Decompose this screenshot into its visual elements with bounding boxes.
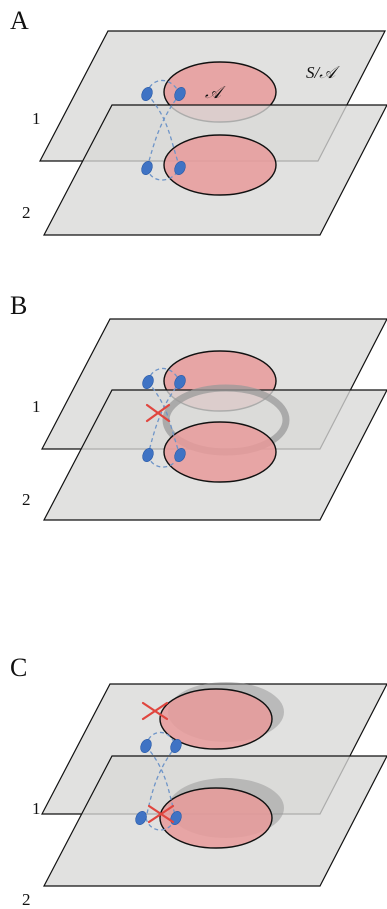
panel-b-point [174, 375, 186, 389]
panel-c-lower-cut-mark [147, 804, 175, 824]
panel-a-point [174, 87, 186, 101]
panel-a-letter: A [10, 6, 29, 35]
panel-b-cut-mark [145, 403, 171, 423]
panel-c-upper-cut-mark [141, 701, 169, 721]
panel-a-point [141, 161, 153, 175]
panel-c: C 1 2 [10, 653, 387, 909]
panel-a-set-label: 𝒜 [205, 83, 226, 102]
panel-b-point [174, 448, 186, 462]
panel-a-point [141, 87, 153, 101]
panel-c-lower-disc [159, 787, 273, 849]
panel-a-plane-2-label: 2 [22, 203, 31, 222]
panel-c-point [170, 739, 182, 753]
panel-c-letter: C [10, 653, 27, 682]
panel-c-upper-disc [159, 688, 273, 750]
panel-c-cross-line-1 [145, 745, 177, 819]
panel-a-cross-line-1 [146, 93, 181, 169]
panel-c-point [135, 811, 147, 825]
panel-b-plane-1-label: 1 [32, 397, 41, 416]
panel-a-plane-1-label: 1 [32, 109, 41, 128]
panel-c-cross-line-2 [145, 745, 177, 819]
panel-a-quotient-label: S/𝒜 [306, 63, 340, 82]
panel-b-cross-line-2 [147, 381, 181, 456]
panel-b-plane-2-label: 2 [22, 490, 31, 509]
panel-b-letter: B [10, 291, 27, 320]
panel-c-plane-1-label: 1 [32, 799, 41, 818]
panel-b: B 1 2 [10, 291, 387, 521]
panel-b-point [142, 375, 154, 389]
panel-c-point [140, 739, 152, 753]
panel-b-point [142, 448, 154, 462]
panel-a: A 𝒜 S/𝒜 1 2 [10, 6, 387, 236]
panel-c-plane-2-label: 2 [22, 890, 31, 909]
panel-a-cross-line-2 [146, 93, 181, 169]
panel-a-lower-disc [163, 134, 277, 196]
panel-a-point [174, 161, 186, 175]
panel-b-cross-line-1 [147, 381, 181, 456]
panel-b-lower-disc [163, 421, 277, 483]
